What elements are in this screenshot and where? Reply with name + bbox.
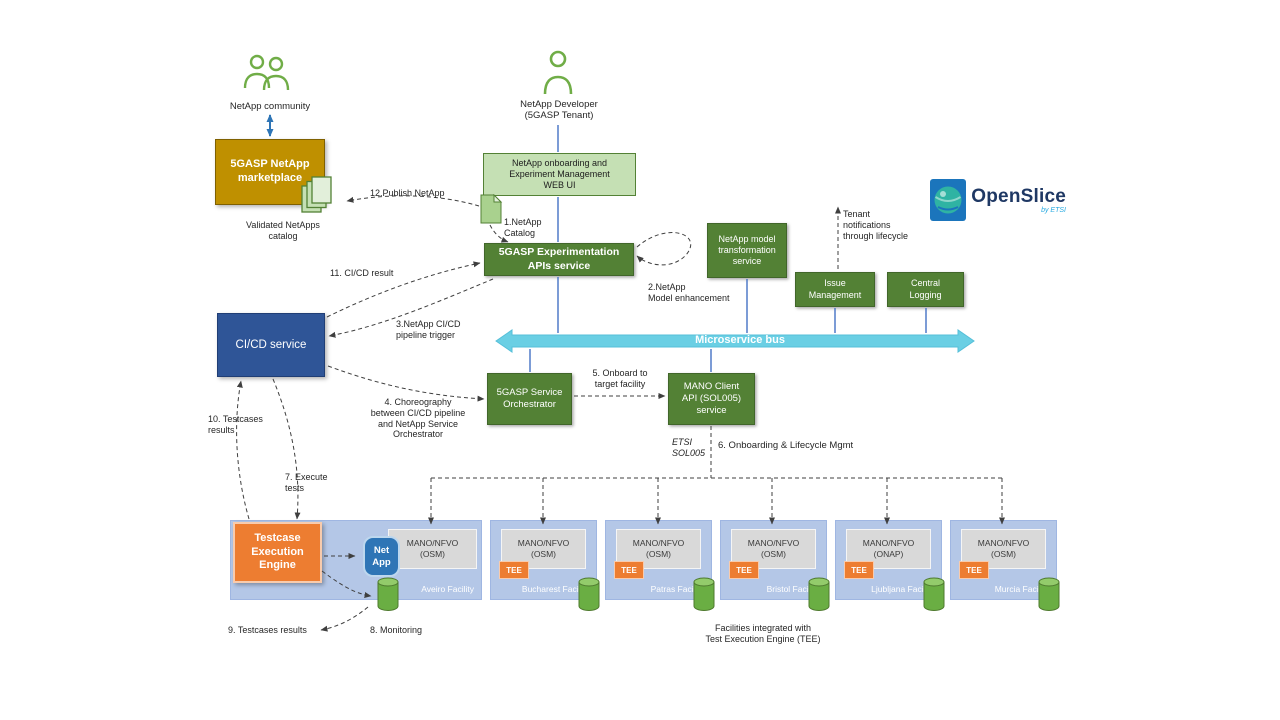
- webui-box: NetApp onboarding and Experiment Managem…: [483, 153, 636, 196]
- flow-label-11: 11. CI/CD result: [330, 268, 394, 278]
- etsi-sol005-label: ETSI SOL005: [672, 437, 706, 458]
- openslice-byline: by ETSI: [1041, 206, 1066, 214]
- flow-label-6: 6. Onboarding & Lifecycle Mgmt: [718, 440, 854, 451]
- flow-label-4: 4. Choreography between CI/CD pipeline a…: [370, 397, 466, 440]
- facility-panel-patras: MANO/NFVO (OSM) TEE Patras Facility: [605, 520, 715, 612]
- facilities-note: Facilities integrated with Test Executio…: [705, 623, 821, 644]
- validated-catalog-label: Validated NetApps catalog: [246, 220, 320, 241]
- community-icon: [240, 52, 294, 103]
- tee-badge: TEE: [959, 561, 989, 579]
- arrow-model-enhancement-loop: [636, 232, 692, 266]
- experimentation-api-box: 5GASP Experimentation APIs service: [484, 243, 634, 276]
- validated-catalog-icon: [301, 176, 333, 219]
- tee-badge: TEE: [614, 561, 644, 579]
- facility-panel-bristol: MANO/NFVO (OSM) TEE Bristol Facility: [720, 520, 830, 612]
- arrow-testcases-results-back: [320, 606, 369, 632]
- flow-label-10: 10. Testcases results: [208, 414, 263, 435]
- facility-name: Aveiro Facility: [421, 584, 474, 594]
- mano-box: MANO/NFVO (OSM): [388, 529, 477, 569]
- line-mano-distribution: [431, 426, 1002, 479]
- testcase-execution-engine-box: Testcase Execution Engine: [233, 522, 322, 583]
- database-icon: [923, 577, 945, 612]
- facility-name: Murcia Facility: [994, 584, 1049, 594]
- arrow-testcases-results-up: [236, 380, 250, 520]
- publish-document-icon: [479, 193, 503, 229]
- database-icon: [1038, 577, 1060, 612]
- arrow-choreography: [327, 365, 485, 402]
- microservice-bus-label: Microservice bus: [695, 334, 785, 346]
- flow-label-8: 8. Monitoring: [370, 625, 423, 635]
- flow-label-3: 3.NetApp CI/CD pipeline trigger: [396, 319, 461, 340]
- flow-label-1: 1.NetApp Catalog: [504, 217, 542, 238]
- flow-label-2: 2.NetApp Model enhancement: [648, 282, 730, 303]
- developer-label: NetApp Developer (5GASP Tenant): [520, 99, 598, 122]
- tee-badge: TEE: [844, 561, 874, 579]
- tee-badge: TEE: [499, 561, 529, 579]
- developer-icon: [542, 50, 574, 103]
- flow-label-9: 9. Testcases results: [228, 625, 307, 635]
- netapp-instance-badge: Net App: [363, 536, 400, 577]
- flow-label-7: 7. Execute tests: [285, 472, 328, 493]
- facility-name: Ljubljana Facility: [871, 584, 934, 594]
- openslice-logo: OpenSlice by ETSI: [930, 179, 1066, 221]
- model-transformation-box: NetApp model transformation service: [707, 223, 787, 278]
- service-orchestrator-box: 5GASP Service Orchestrator: [487, 373, 572, 425]
- flow-label-12: 12.Publish NetApp: [370, 188, 445, 198]
- facility-panel-ljubljana: MANO/NFVO (ONAP) TEE Ljubljana Facility: [835, 520, 945, 612]
- cicd-service-box: CI/CD service: [217, 313, 325, 377]
- mano-client-box: MANO Client API (SOL005) service: [668, 373, 755, 425]
- openslice-sphere-icon: [930, 179, 967, 221]
- facility-name: Bucharest Facility: [521, 584, 589, 594]
- database-icon: [808, 577, 830, 612]
- database-icon: [693, 577, 715, 612]
- central-logging-box: Central Logging: [887, 272, 964, 307]
- arrow-execute-tests: [272, 378, 301, 520]
- tenant-notifications-label: Tenant notifications through lifecycle: [843, 209, 909, 241]
- database-icon: [578, 577, 600, 612]
- facility-name: Bristol Facility: [766, 584, 819, 594]
- facility-name: Patras Facility: [650, 584, 704, 594]
- community-label: NetApp community: [229, 101, 311, 112]
- issue-management-box: Issue Management: [795, 272, 875, 307]
- facility-panel-bucharest: MANO/NFVO (OSM) TEE Bucharest Facility: [490, 520, 600, 612]
- flow-label-5: 5. Onboard to target facility: [592, 368, 648, 389]
- database-icon: [377, 577, 399, 612]
- facility-panel-murcia: MANO/NFVO (OSM) TEE Murcia Facility: [950, 520, 1060, 612]
- openslice-logo-text: OpenSlice: [971, 185, 1066, 207]
- tee-badge: TEE: [729, 561, 759, 579]
